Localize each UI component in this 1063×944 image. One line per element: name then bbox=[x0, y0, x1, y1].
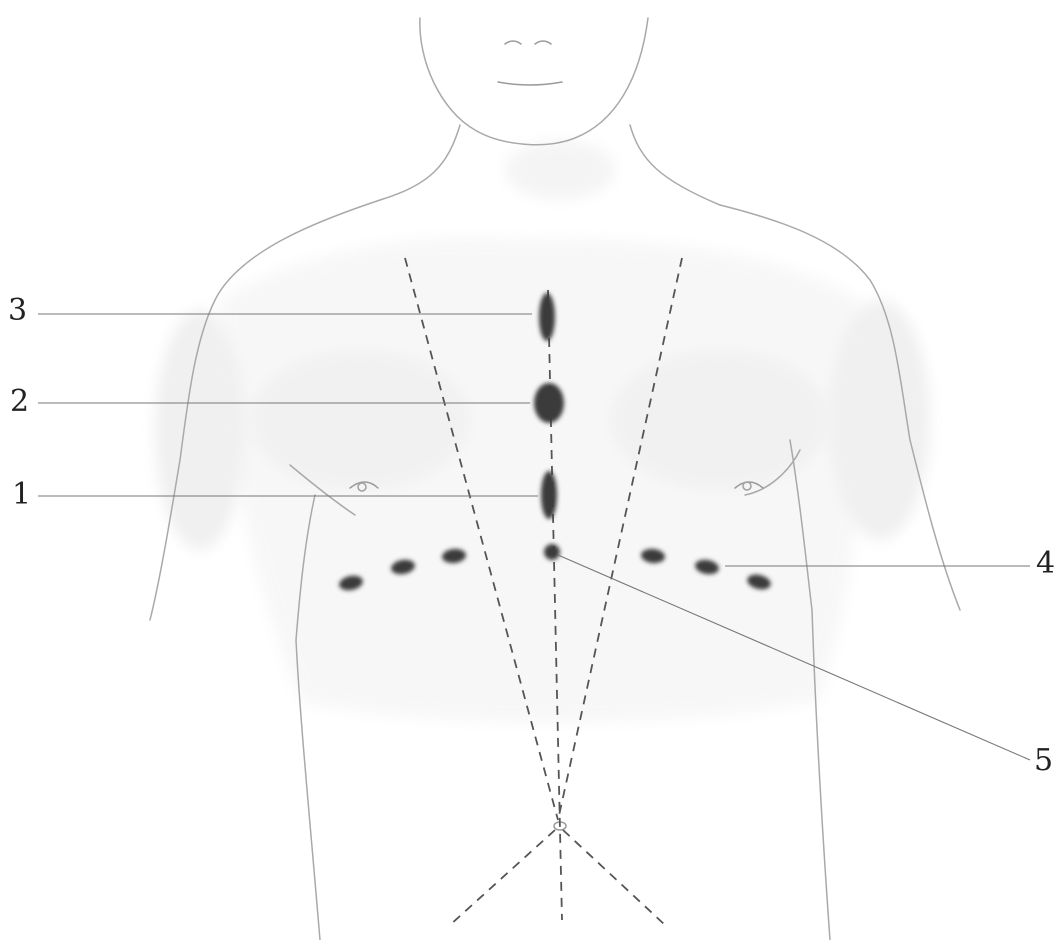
marker-5-xiphoid bbox=[544, 544, 560, 560]
marker-3 bbox=[539, 293, 555, 341]
marker-2 bbox=[534, 383, 564, 423]
callout-label-5: 5 bbox=[1034, 746, 1053, 776]
callout-label-3: 3 bbox=[8, 296, 27, 326]
callout-label-4: 4 bbox=[1036, 549, 1055, 579]
callout-label-2: 2 bbox=[10, 387, 29, 417]
marker-1 bbox=[541, 471, 557, 519]
guide-line-lower-left bbox=[450, 830, 555, 925]
callout-label-1: 1 bbox=[12, 480, 31, 510]
guide-line-lower-right bbox=[563, 830, 665, 925]
body-shading bbox=[155, 140, 930, 723]
